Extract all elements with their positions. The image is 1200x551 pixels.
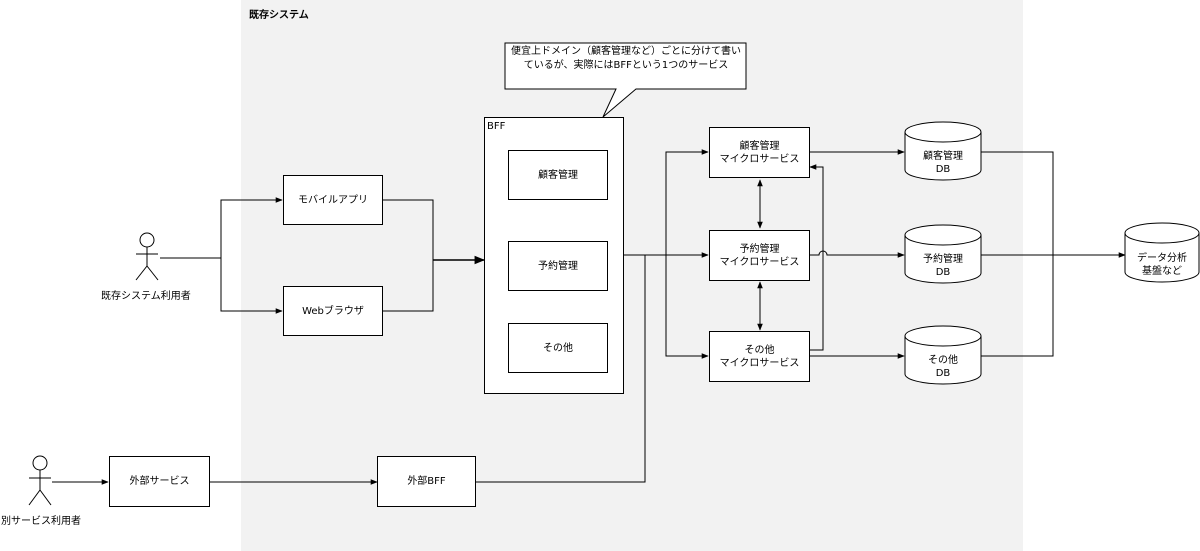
bff-module-customer[interactable]: 顧客管理	[508, 150, 608, 200]
bff-title: BFF	[487, 121, 506, 132]
reservation-db-cylinder	[904, 224, 982, 284]
external-service-node[interactable]: 外部サービス	[109, 456, 210, 507]
other-microservice-node[interactable]: その他 マイクロサービス	[709, 331, 810, 382]
edge-user-web	[220, 258, 283, 314]
analytics-label: データ分析 基盤など	[1137, 253, 1187, 277]
other-db-label: その他 DB	[928, 355, 958, 379]
edge-bff-other-ms	[665, 255, 709, 359]
external-bff-node[interactable]: 外部BFF	[377, 456, 476, 507]
edge-extbff-ms	[476, 254, 696, 483]
callout-bubble	[504, 42, 747, 118]
bff-module-reservation[interactable]: 予約管理	[508, 241, 608, 291]
edge-web-bff	[382, 260, 434, 312]
bff-module-other[interactable]: その他	[508, 323, 608, 373]
edge-reservation-db	[810, 250, 905, 258]
existing-user-actor	[135, 232, 159, 281]
edge-bff-customer-ms	[665, 149, 709, 255]
edge-customerdb-analytics	[981, 151, 1054, 255]
customer-db-cylinder	[904, 121, 982, 181]
customer-microservice-node[interactable]: 顧客管理 マイクロサービス	[709, 127, 810, 178]
other-user-actor	[28, 455, 52, 506]
edge-mobile-bff	[382, 199, 434, 260]
reservation-microservice-node[interactable]: 予約管理 マイクロサービス	[709, 230, 810, 281]
mobile-app-node[interactable]: モバイルアプリ	[283, 175, 383, 225]
callout-text: 便宜上ドメイン（顧客管理など）ごとに分けて書いているが、実際にはBFFという1つ…	[511, 46, 741, 71]
edge-otherdb-analytics	[981, 255, 1054, 357]
existing-user-label: 既存システム利用者	[101, 291, 191, 302]
edge-other-customer	[809, 164, 824, 351]
customer-db-label: 顧客管理 DB	[923, 151, 963, 175]
other-db-cylinder	[904, 325, 982, 385]
edge-user-mobile	[220, 197, 283, 258]
reservation-db-label: 予約管理 DB	[923, 254, 963, 278]
analytics-cylinder	[1124, 222, 1200, 283]
existing-system-label: 既存システム	[249, 10, 309, 21]
web-browser-node[interactable]: Webブラウザ	[283, 286, 383, 336]
other-user-label: 別サービス利用者	[1, 516, 81, 527]
